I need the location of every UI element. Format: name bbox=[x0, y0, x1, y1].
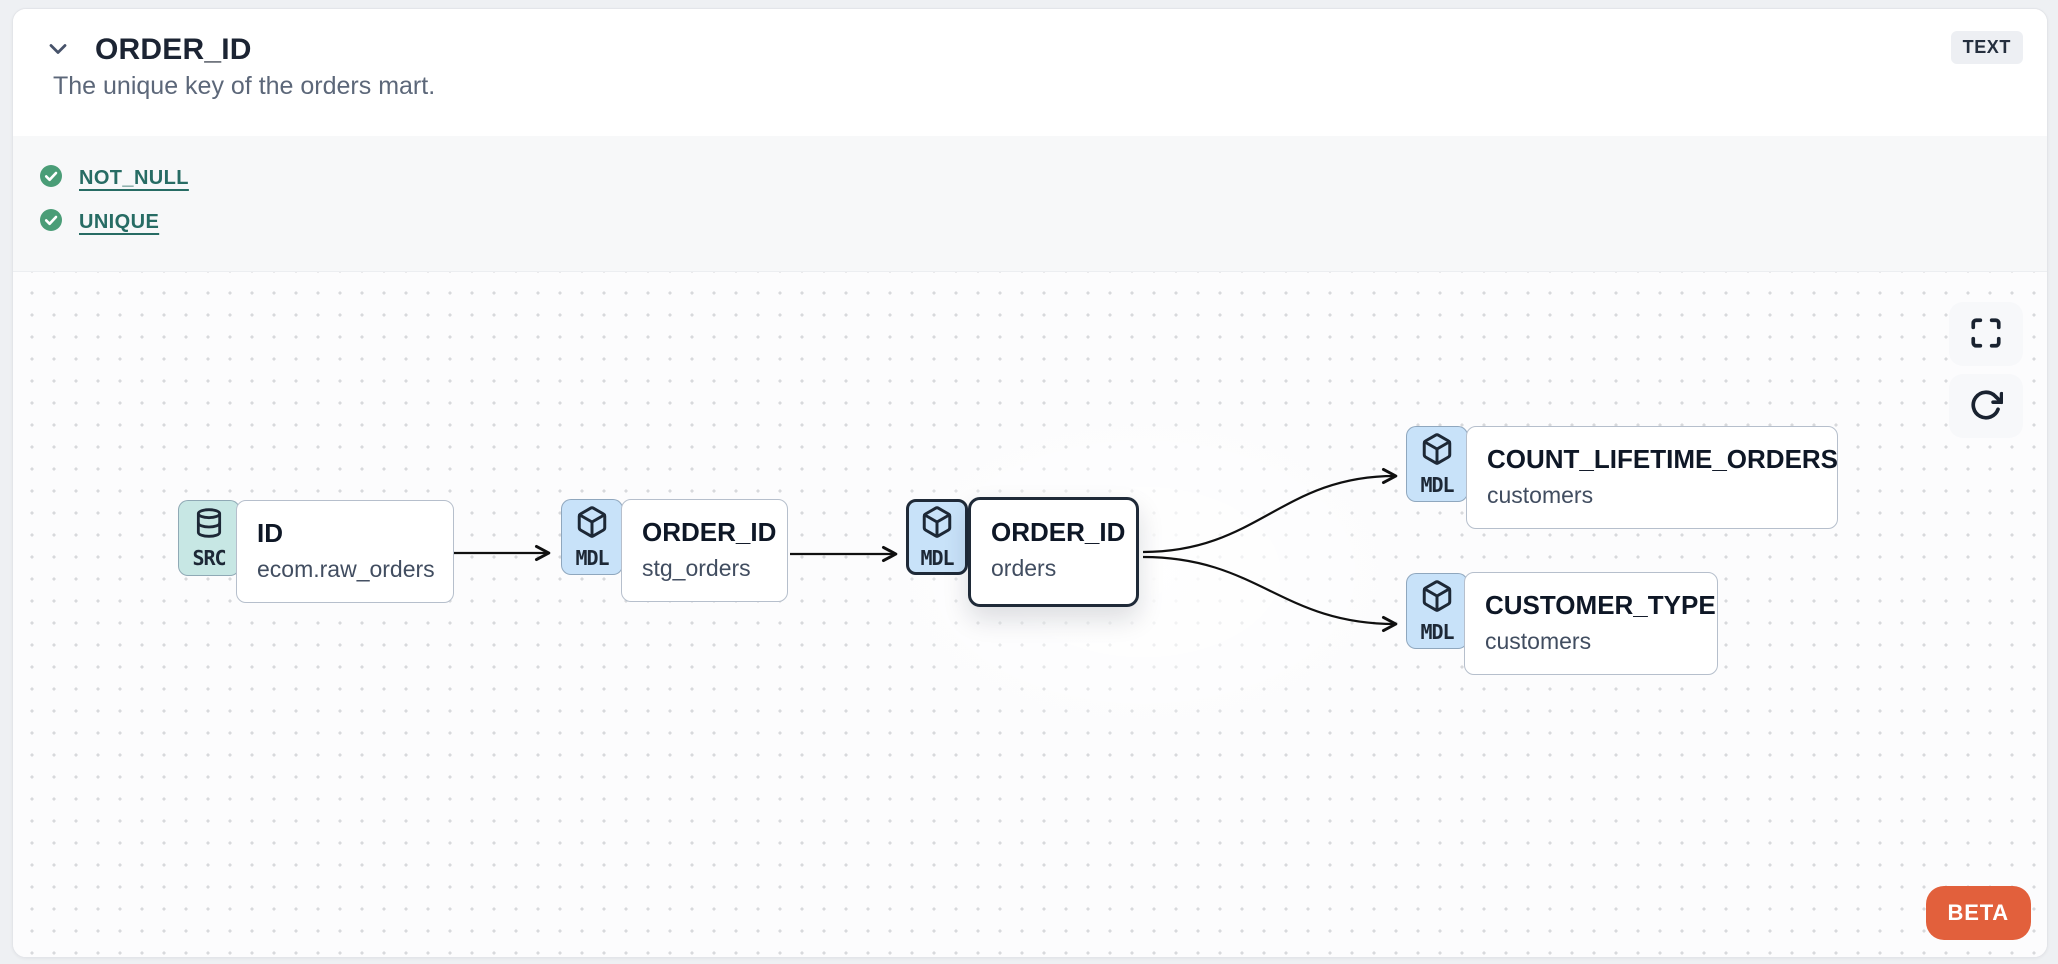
cube-icon bbox=[920, 505, 954, 544]
cube-icon bbox=[575, 505, 609, 544]
node-body: ORDER_ID stg_orders bbox=[621, 499, 788, 602]
node-body: CUSTOMER_TYPE customers bbox=[1464, 572, 1718, 675]
fullscreen-button[interactable] bbox=[1949, 302, 2023, 366]
column-description: The unique key of the orders mart. bbox=[53, 72, 436, 100]
check-circle-icon bbox=[39, 164, 63, 193]
maximize-icon bbox=[1969, 316, 2003, 353]
lineage-canvas[interactable]: SRC ID ecom.raw_orders MDL ORDER_ID stg_… bbox=[13, 271, 2047, 957]
node-badge: MDL bbox=[906, 499, 968, 575]
node-badge-label: MDL bbox=[920, 545, 954, 570]
refresh-button[interactable] bbox=[1949, 374, 2023, 438]
header: ORDER_ID The unique key of the orders ma… bbox=[13, 9, 2047, 136]
column-type-badge: TEXT bbox=[1950, 31, 2023, 64]
edge-orders-to-count-lifetime-orders bbox=[1142, 467, 1398, 554]
lineage-edges bbox=[454, 467, 1398, 633]
cube-icon bbox=[1420, 432, 1454, 471]
node-badge: MDL bbox=[561, 499, 623, 575]
column-details-card: ORDER_ID The unique key of the orders ma… bbox=[12, 8, 2048, 958]
database-icon bbox=[193, 507, 225, 544]
collapse-toggle-button[interactable] bbox=[41, 33, 75, 67]
node-title: ID bbox=[257, 518, 283, 548]
node-badge-label: MDL bbox=[575, 545, 609, 570]
rotate-cw-icon bbox=[1969, 388, 2004, 425]
node-badge: MDL bbox=[1406, 573, 1468, 649]
test-row: NOT_NULL bbox=[39, 156, 2047, 200]
test-link-not-null[interactable]: NOT_NULL bbox=[79, 166, 189, 189]
node-title: ORDER_ID bbox=[991, 517, 1126, 547]
node-subtitle: customers bbox=[1487, 482, 1594, 508]
node-body: ORDER_ID orders bbox=[968, 497, 1139, 607]
check-circle-icon bbox=[39, 208, 63, 237]
node-title: CUSTOMER_TYPE bbox=[1485, 590, 1716, 620]
node-badge-label: MDL bbox=[1420, 472, 1454, 497]
node-title: ORDER_ID bbox=[642, 517, 777, 547]
node-title: COUNT_LIFETIME_ORDERS bbox=[1487, 444, 1839, 474]
node-badge-label: SRC bbox=[192, 545, 226, 570]
tests-section: NOT_NULL UNIQUE bbox=[13, 136, 2047, 271]
test-row: UNIQUE bbox=[39, 200, 2047, 244]
node-subtitle: orders bbox=[991, 555, 1057, 581]
test-link-unique[interactable]: UNIQUE bbox=[79, 210, 160, 233]
cube-icon bbox=[1420, 579, 1454, 618]
node-body: COUNT_LIFETIME_ORDERS customers bbox=[1466, 426, 1838, 529]
node-badge-label: MDL bbox=[1420, 619, 1454, 644]
chevron-down-icon bbox=[44, 35, 72, 66]
node-subtitle: ecom.raw_orders bbox=[257, 556, 435, 582]
node-badge: SRC bbox=[178, 500, 240, 576]
node-subtitle: customers bbox=[1485, 628, 1592, 654]
node-badge: MDL bbox=[1406, 426, 1468, 502]
beta-badge: BETA bbox=[1925, 886, 2031, 940]
edge-orders-to-customer-type bbox=[1142, 555, 1398, 633]
column-title: ORDER_ID bbox=[95, 33, 252, 66]
node-body: ID ecom.raw_orders bbox=[236, 500, 454, 603]
node-subtitle: stg_orders bbox=[642, 555, 751, 581]
